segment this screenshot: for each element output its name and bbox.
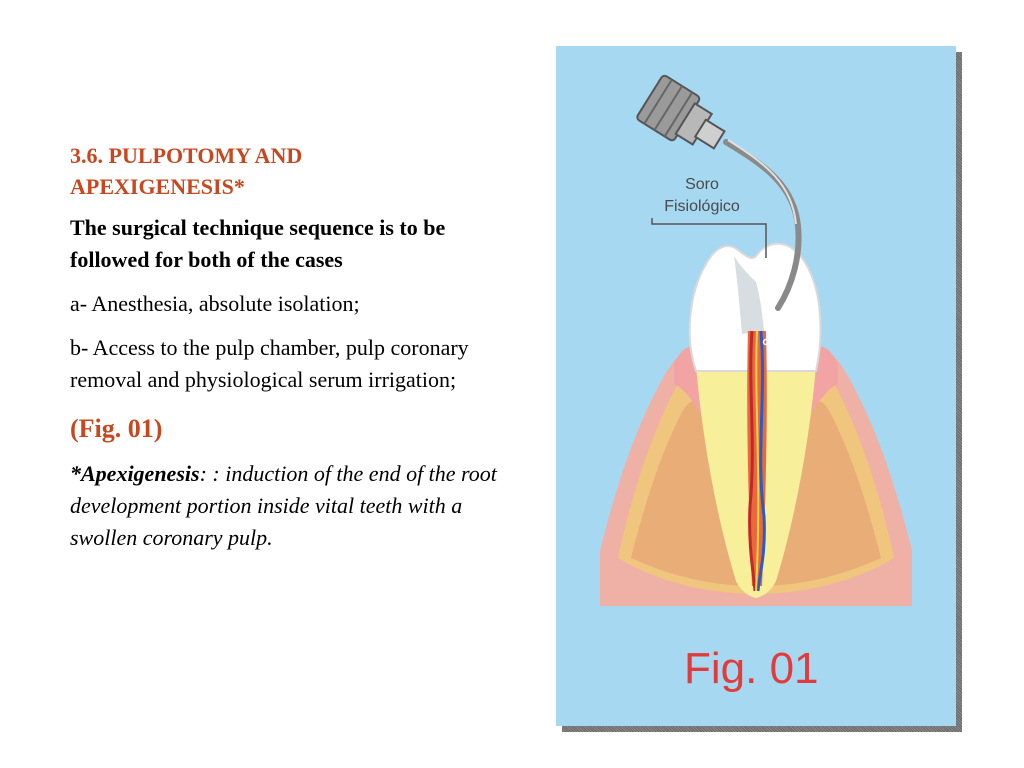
bone-inner xyxy=(631,401,881,586)
vessel-red xyxy=(748,330,757,592)
serum-label-line2: Fisiológico xyxy=(664,198,740,215)
definition-body: : : induction of the end of the root dev… xyxy=(70,461,497,550)
definition-term: *Apexigenesis xyxy=(70,461,200,486)
tooth-illustration xyxy=(600,74,912,606)
figure-reference: (Fig. 01) xyxy=(70,414,163,443)
figure-caption: Fig. 01 xyxy=(684,644,819,693)
vessel-blue xyxy=(756,330,766,592)
label-pointer xyxy=(651,218,767,258)
access-cavity xyxy=(734,256,764,334)
intro-statement: The surgical technique sequence is to be… xyxy=(70,215,446,272)
serum-label-line1: Soro xyxy=(685,176,719,193)
needle xyxy=(723,139,802,311)
step-a: a- Anesthesia, absolute isolation; xyxy=(70,291,360,316)
section-heading: 3.6. PULPOTOMY AND APEXIGENESIS* xyxy=(70,143,303,199)
syringe-hub xyxy=(636,74,726,150)
text-column: 3.6. PULPOTOMY AND APEXIGENESIS* The sur… xyxy=(70,140,540,554)
needle-highlight xyxy=(727,139,797,225)
nerve-yellow xyxy=(755,330,760,592)
irrigation-droplets xyxy=(762,314,782,351)
definition-note: *Apexigenesis: : induction of the end of… xyxy=(70,458,520,554)
step-b: b- Access to the pulp chamber, pulp coro… xyxy=(70,335,469,392)
